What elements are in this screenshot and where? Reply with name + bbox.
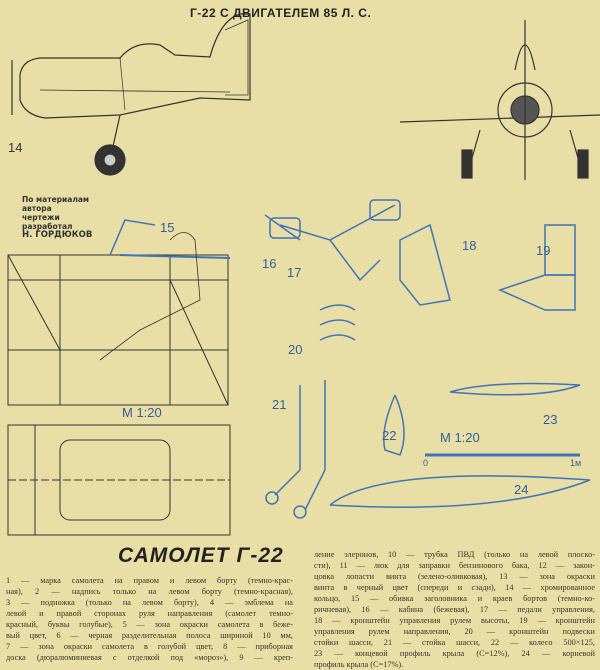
legend-line: 18 — кронштейн управления рулем высоты, … bbox=[314, 616, 595, 625]
legend-line: вый цвет, 6 — черная разделительная поло… bbox=[6, 631, 293, 640]
cockpit-plan-view bbox=[7, 424, 231, 536]
front-view-aircraft bbox=[399, 20, 600, 180]
scale-bar-end: 1м bbox=[570, 458, 582, 468]
legend-line: профиль крыла (С=17%). bbox=[314, 660, 404, 669]
legend-line: 7 — зона окраски самолета в голубой цвет… bbox=[6, 642, 293, 651]
cockpit-cutaway bbox=[7, 219, 231, 406]
credits-line: По материалам bbox=[22, 195, 90, 204]
legend-line: 3 — подножка (только на левом борту), 4 … bbox=[6, 598, 293, 607]
callout-14: 14 bbox=[8, 140, 23, 155]
article-heading: САМОЛЕТ Г-22 bbox=[118, 544, 284, 567]
callout-22: 22 bbox=[382, 428, 397, 443]
callout-18: 18 bbox=[462, 238, 477, 253]
credits: По материалам автора чертежи разработал … bbox=[22, 195, 92, 240]
legend-line: доска (дюралюминиевая с отделкой под «мо… bbox=[6, 653, 293, 662]
legend-line: ная), 2 — надпись только на левом борту … bbox=[6, 587, 293, 596]
legend-line: кольцо, 15 — обивка заголовника и краев … bbox=[314, 594, 595, 603]
legend-line: цовка лопасти винта (зелено-оливковая), … bbox=[314, 572, 595, 581]
legend-line: ричневая), 16 — кабина (бежевая), 17 — п… bbox=[314, 605, 595, 614]
legend-line: сти), 11 — люк для заправки бензинового … bbox=[314, 561, 595, 570]
legend-text-left: 1 — марка самолета на правом и левом бор… bbox=[6, 575, 293, 663]
callout-16: 16 bbox=[262, 256, 277, 271]
credits-line: разработал bbox=[22, 222, 73, 231]
parts-blue bbox=[264, 199, 591, 519]
credits-author: Н. ГОРДЮКОВ bbox=[22, 230, 93, 240]
legend-text-right: ление элеронов, 10 — трубка ПВД (только … bbox=[314, 549, 595, 670]
legend-line: ление элеронов, 10 — трубка ПВД (только … bbox=[314, 550, 595, 559]
callout-20: 20 bbox=[288, 342, 303, 357]
callout-15: 15 bbox=[160, 220, 175, 235]
scale-bar-start: 0 bbox=[423, 458, 429, 468]
legend-line: управления рулем направления, 20 — кронш… bbox=[314, 627, 595, 636]
callout-19: 19 bbox=[536, 243, 551, 258]
legend-line: левой и правой сторонах руля направления… bbox=[6, 609, 293, 618]
callout-17: 17 bbox=[287, 265, 302, 280]
drawing-title: Г-22 С ДВИГАТЕЛЕМ 85 Л. С. bbox=[190, 6, 372, 20]
scale-label-cockpit: М 1:20 bbox=[122, 405, 162, 420]
callout-23: 23 bbox=[543, 412, 558, 427]
credits-line: автора bbox=[22, 204, 52, 213]
side-view-aircraft bbox=[11, 13, 251, 176]
credits-line: чертежи bbox=[22, 213, 60, 222]
callout-24: 24 bbox=[514, 482, 529, 497]
legend-line: стойки шасси, 21 — стойка шасси, 22 — ко… bbox=[314, 638, 595, 647]
scale-label-parts: М 1:20 bbox=[440, 430, 480, 445]
legend-line: 23 — концевой профиль крыла (С=12%), 24 … bbox=[314, 649, 595, 658]
legend-line: 1 — марка самолета на правом и левом бор… bbox=[6, 576, 293, 585]
legend-line: винта в черный цвет (спереди и сзади), 1… bbox=[314, 583, 595, 592]
legend-line: красный, буквы голубые), 5 — зона окраск… bbox=[6, 620, 293, 629]
callout-21: 21 bbox=[272, 397, 287, 412]
